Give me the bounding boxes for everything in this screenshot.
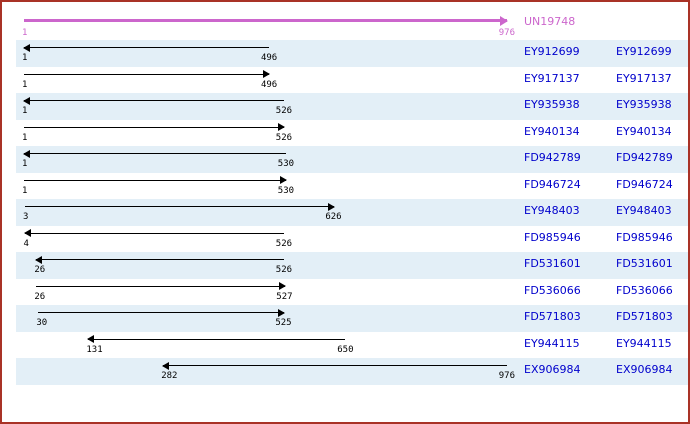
arrowhead-left-icon (162, 361, 170, 370)
row-end-coordinate: 526 (275, 132, 293, 143)
accession-label[interactable]: FD985946 (616, 230, 673, 244)
alignment-arrow (23, 96, 285, 105)
accession-label[interactable]: EY948403 (524, 204, 580, 217)
row-start-coordinate: 1 (22, 185, 28, 196)
accession-label[interactable]: EX906984 (524, 363, 581, 376)
alignment-arrow (35, 255, 285, 264)
arrowhead-right-icon (327, 202, 335, 211)
row-start-coordinate: 1 (22, 132, 28, 143)
row-band (16, 93, 688, 120)
accession-label[interactable]: EY940134 (524, 124, 580, 138)
row-start-coordinate: 3 (22, 212, 29, 222)
accession-label[interactable]: EY912699 (616, 45, 672, 58)
row-band (16, 199, 688, 226)
row-end-coordinate: 530 (277, 159, 295, 169)
accession-label[interactable]: EY948403 (616, 204, 672, 217)
arrowhead-right-icon (278, 282, 286, 290)
row-start-coordinate: 4 (23, 238, 29, 249)
accession-label[interactable]: EY940134 (616, 124, 672, 138)
arrowhead-right-icon (280, 176, 288, 184)
row-start-coordinate: 30 (36, 318, 48, 328)
row-start-coordinate: 1 (22, 53, 28, 63)
row-start-coordinate: 282 (161, 371, 178, 381)
row-band (16, 305, 688, 332)
alignment-arrow (24, 123, 286, 131)
accession-label[interactable]: FD942789 (616, 151, 673, 164)
reference-start-coordinate: 1 (22, 28, 28, 38)
accession-label[interactable]: EX906984 (616, 363, 673, 376)
alignment-arrow (24, 176, 288, 184)
arrowhead-right-icon (278, 123, 286, 131)
row-end-coordinate: 525 (275, 318, 292, 328)
accession-label[interactable]: FD942789 (524, 151, 581, 164)
arrowhead-right-icon (500, 15, 508, 26)
accession-label[interactable]: FD946724 (616, 177, 673, 191)
reference-accession-label[interactable]: UN19748 (524, 15, 576, 28)
alignment-arrow (24, 70, 271, 78)
arrowhead-left-icon (23, 43, 30, 52)
row-end-coordinate: 650 (337, 344, 354, 355)
row-end-coordinate: 526 (275, 265, 293, 275)
arrowhead-left-icon (24, 229, 32, 237)
accession-label[interactable]: EY917137 (524, 71, 580, 85)
arrowhead-right-icon (263, 70, 271, 78)
row-end-coordinate: 526 (275, 106, 293, 116)
row-start-coordinate: 26 (34, 265, 46, 275)
accession-label[interactable]: FD946724 (524, 177, 581, 191)
row-start-coordinate: 131 (86, 344, 103, 355)
row-start-coordinate: 1 (22, 106, 28, 116)
row-end-coordinate: 976 (498, 371, 515, 381)
accession-label[interactable]: FD571803 (616, 310, 673, 323)
arrowhead-left-icon (23, 149, 30, 158)
accession-label[interactable]: EY912699 (524, 45, 580, 58)
alignment-arrow (38, 308, 285, 317)
row-band (16, 146, 688, 173)
arrowhead-left-icon (35, 255, 43, 264)
accession-label[interactable]: FD536066 (616, 283, 673, 297)
accession-label[interactable]: FD985946 (524, 230, 581, 244)
alignment-arrow (162, 361, 507, 370)
row-band (16, 358, 688, 385)
reference-end-coordinate: 976 (498, 28, 515, 38)
row-band (16, 252, 688, 279)
arrowhead-left-icon (23, 96, 30, 105)
arrowhead-right-icon (277, 308, 285, 317)
alignment-arrow (23, 43, 270, 52)
alignment-arrow (87, 335, 346, 343)
alignment-arrow (36, 282, 286, 290)
alignment-arrow (23, 149, 287, 158)
row-start-coordinate: 1 (22, 79, 28, 90)
row-end-coordinate: 626 (325, 212, 342, 222)
row-end-coordinate: 496 (260, 79, 278, 90)
accession-label[interactable]: EY944115 (524, 336, 580, 350)
accession-label[interactable]: EY935938 (524, 98, 580, 111)
accession-label[interactable]: EY917137 (616, 71, 672, 85)
alignment-arrow (24, 229, 285, 237)
arrowhead-left-icon (87, 335, 95, 343)
row-end-coordinate: 496 (260, 53, 278, 63)
row-end-coordinate: 527 (276, 291, 293, 302)
row-start-coordinate: 1 (22, 159, 28, 169)
reference-arrow (24, 15, 508, 26)
row-end-coordinate: 526 (275, 238, 293, 249)
accession-label[interactable]: EY944115 (616, 336, 672, 350)
alignment-arrow (24, 202, 335, 211)
row-start-coordinate: 26 (34, 291, 46, 302)
accession-label[interactable]: FD531601 (616, 257, 673, 270)
accession-label[interactable]: FD571803 (524, 310, 581, 323)
accession-label[interactable]: FD536066 (524, 283, 581, 297)
row-end-coordinate: 530 (277, 185, 295, 196)
accession-label[interactable]: FD531601 (524, 257, 581, 270)
row-band (16, 40, 688, 67)
accession-label[interactable]: EY935938 (616, 98, 672, 111)
